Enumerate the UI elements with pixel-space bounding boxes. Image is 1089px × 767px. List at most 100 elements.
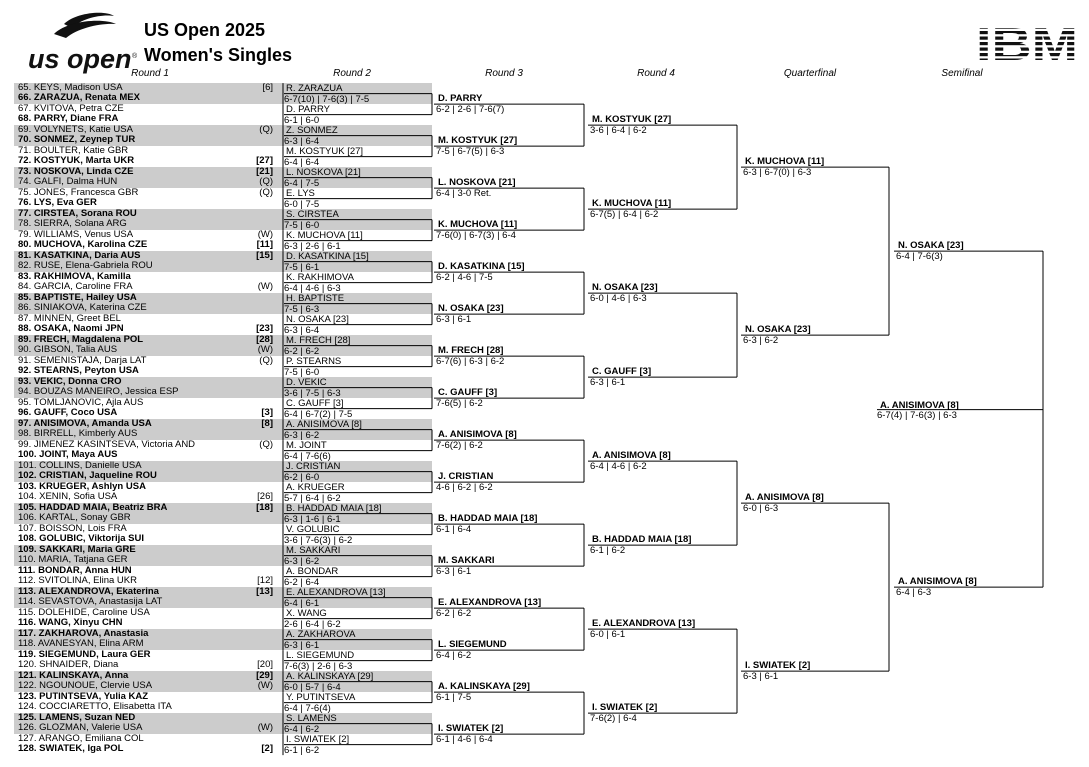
us-open-logo: us open ®	[28, 12, 138, 74]
round2-score: 5-7 | 6-4 | 6-2	[284, 492, 341, 504]
round2-winner: R. ZARAZUA	[286, 82, 343, 94]
round-label-4: Round 4	[637, 68, 675, 79]
round2-winner: J. CRISTIAN	[286, 460, 341, 472]
round3-winner: M. FRECH [28]	[438, 345, 504, 357]
round4-winner: C. GAUFF [3]	[592, 366, 652, 378]
round2-winner: A. KRUEGER	[286, 481, 345, 493]
round3-score: 6-3 | 6-1	[436, 566, 472, 578]
quarterfinal-winner: A. ANISIMOVA [8]	[745, 492, 824, 504]
seed-label: [26]	[257, 491, 273, 503]
round1-entry: 119. SIEGEMUND, Laura GER	[18, 648, 151, 660]
round4-score: 7-6(2) | 6-4	[590, 713, 637, 725]
round1-entry: 73. NOSKOVA, Linda CZE	[18, 165, 134, 177]
seed-label: [28]	[256, 333, 273, 345]
round1-entry: 114. SEVASTOVA, Anastasija LAT	[18, 596, 163, 608]
seed-label: [29]	[256, 669, 273, 681]
round2-winner: L. SIEGEMUND	[286, 649, 355, 661]
round2-score: 7-5 | 6-0	[284, 366, 320, 378]
round1-entry: 71. BOULTER, Katie GBR	[18, 144, 129, 156]
seed-label: (Q)	[259, 123, 273, 135]
row-band	[14, 292, 432, 314]
seed-label: (Q)	[259, 176, 273, 188]
round2-score: 6-2 | 6-4	[284, 576, 320, 588]
round2-score: 6-4 | 4-6 | 6-3	[284, 282, 341, 294]
round1-entry: 99. JIMENEZ KASINTSEVA, Victoria AND	[18, 438, 196, 450]
round1-entry: 124. COCCIARETTO, Elisabetta ITA	[18, 701, 172, 713]
round2-winner: Y. PUTINTSEVA	[286, 691, 356, 703]
round4-winner: N. OSAKA [23]	[592, 282, 658, 294]
round1-entry: 96. GAUFF, Coco USA	[18, 407, 118, 419]
round4-winner: B. HADDAD MAIA [18]	[592, 534, 692, 546]
round1-entry: 89. FRECH, Magdalena POL	[18, 333, 144, 345]
round1-entry: 95. TOMLJANOVIC, Ajla AUS	[18, 396, 144, 408]
round3-score: 6-2 | 4-6 | 7-5	[436, 272, 493, 284]
page-header: us open ® US Open 2025 Women's Singles I…	[0, 0, 1089, 82]
row-band	[14, 124, 432, 146]
row-band	[14, 418, 432, 440]
round4-winner: I. SWIATEK [2]	[592, 702, 658, 714]
round2-score: 6-7(10) | 7-6(3) | 7-5	[284, 93, 370, 105]
round1-entry: 82. RUSE, Elena-Gabriela ROU	[18, 260, 153, 272]
round2-score: 6-3 | 2-6 | 6-1	[284, 240, 341, 252]
round2-winner: C. GAUFF [3]	[286, 397, 344, 409]
round2-winner: A. BONDAR	[286, 565, 339, 577]
round2-score: 6-4 | 7-5	[284, 177, 320, 189]
round1-entry: 117. ZAKHAROVA, Anastasia	[18, 627, 149, 639]
round2-score: 7-5 | 6-3	[284, 303, 320, 315]
seed-label: [18]	[256, 501, 273, 513]
ibm-logo-text: IBM	[976, 20, 1078, 64]
quarterfinal-score: 6-0 | 6-3	[743, 503, 779, 515]
round2-winner: D. PARRY	[286, 103, 330, 115]
seed-label: (Q)	[259, 438, 273, 450]
round3-score: 6-2 | 6-2	[436, 608, 472, 620]
round1-entry: 98. BIRRELL, Kimberly AUS	[18, 428, 138, 440]
round1-entry: 108. GOLUBIC, Viktorija SUI	[18, 533, 145, 545]
round1-entry: 80. MUCHOVA, Karolina CZE	[18, 239, 148, 251]
round1-entry: 103. KRUEGER, Ashlyn USA	[18, 480, 146, 492]
quarterfinal-winner: N. OSAKA [23]	[745, 324, 811, 336]
round3-score: 6-1 | 4-6 | 6-4	[436, 734, 493, 746]
round1-entry: 97. ANISIMOVA, Amanda USA	[18, 417, 152, 429]
round1-entry: 123. PUTINTSEVA, Yulia KAZ	[18, 690, 149, 702]
round3-winner: D. KASATKINA [15]	[438, 261, 525, 273]
round2-winner: A. KALINSKAYA [29]	[286, 670, 374, 682]
round1-entry: 83. RAKHIMOVA, Kamilla	[18, 270, 131, 282]
round1-entry: 65. KEYS, Madison USA	[18, 81, 123, 93]
quarterfinal-score: 6-3 | 6-2	[743, 335, 779, 347]
row-band	[14, 376, 432, 398]
seed-label: [2]	[261, 743, 273, 755]
round2-score: 6-4 | 6-4	[284, 156, 320, 168]
round3-score: 6-1 | 7-5	[436, 692, 472, 704]
round1-entry: 66. ZARAZUA, Renata MEX	[18, 92, 140, 104]
row-band	[14, 544, 432, 566]
round3-winner: B. HADDAD MAIA [18]	[438, 513, 538, 525]
semifinal-winner: N. OSAKA [23]	[898, 240, 964, 252]
semifinal-score: 6-4 | 6-3	[896, 587, 932, 599]
round2-winner: V. GOLUBIC	[286, 523, 340, 535]
round3-score: 7-6(2) | 6-2	[436, 440, 483, 452]
round2-winner: E. LYS	[286, 187, 315, 199]
round1-entry: 72. KOSTYUK, Marta UKR	[18, 155, 135, 167]
seed-label: (W)	[257, 281, 273, 293]
round1-entry: 85. BAPTISTE, Hailey USA	[18, 291, 137, 303]
round1-entry: 69. VOLYNETS, Katie USA	[18, 123, 133, 135]
round-label-2: Round 2	[333, 68, 371, 79]
round4-score: 6-4 | 4-6 | 6-2	[590, 461, 647, 473]
round3-score: 7-6(5) | 6-2	[436, 398, 483, 410]
round2-score: 7-6(3) | 2-6 | 6-3	[284, 660, 353, 672]
round2-score: 6-3 | 6-4	[284, 135, 320, 147]
round1-entry: 67. KVITOVA, Petra CZE	[18, 102, 124, 114]
round1-entry: 90. GIBSON, Talia AUS	[18, 344, 118, 356]
round3-score: 6-4 | 3-0 Ret.	[436, 188, 492, 200]
round1-entry: 77. CIRSTEA, Sorana ROU	[18, 207, 137, 219]
round3-score: 6-3 | 6-1	[436, 314, 472, 326]
round4-score: 6-3 | 6-1	[590, 377, 626, 389]
round2-winner: S. CIRSTEA	[286, 208, 339, 220]
round2-winner: K. MUCHOVA [11]	[286, 229, 363, 241]
seed-label: [3]	[261, 407, 273, 419]
row-band	[14, 250, 432, 272]
round2-winner: D. VEKIC	[286, 376, 327, 388]
round2-score: 6-0 | 5-7 | 6-4	[284, 681, 341, 693]
round1-entry: 120. SHNAIDER, Diana	[18, 659, 119, 671]
